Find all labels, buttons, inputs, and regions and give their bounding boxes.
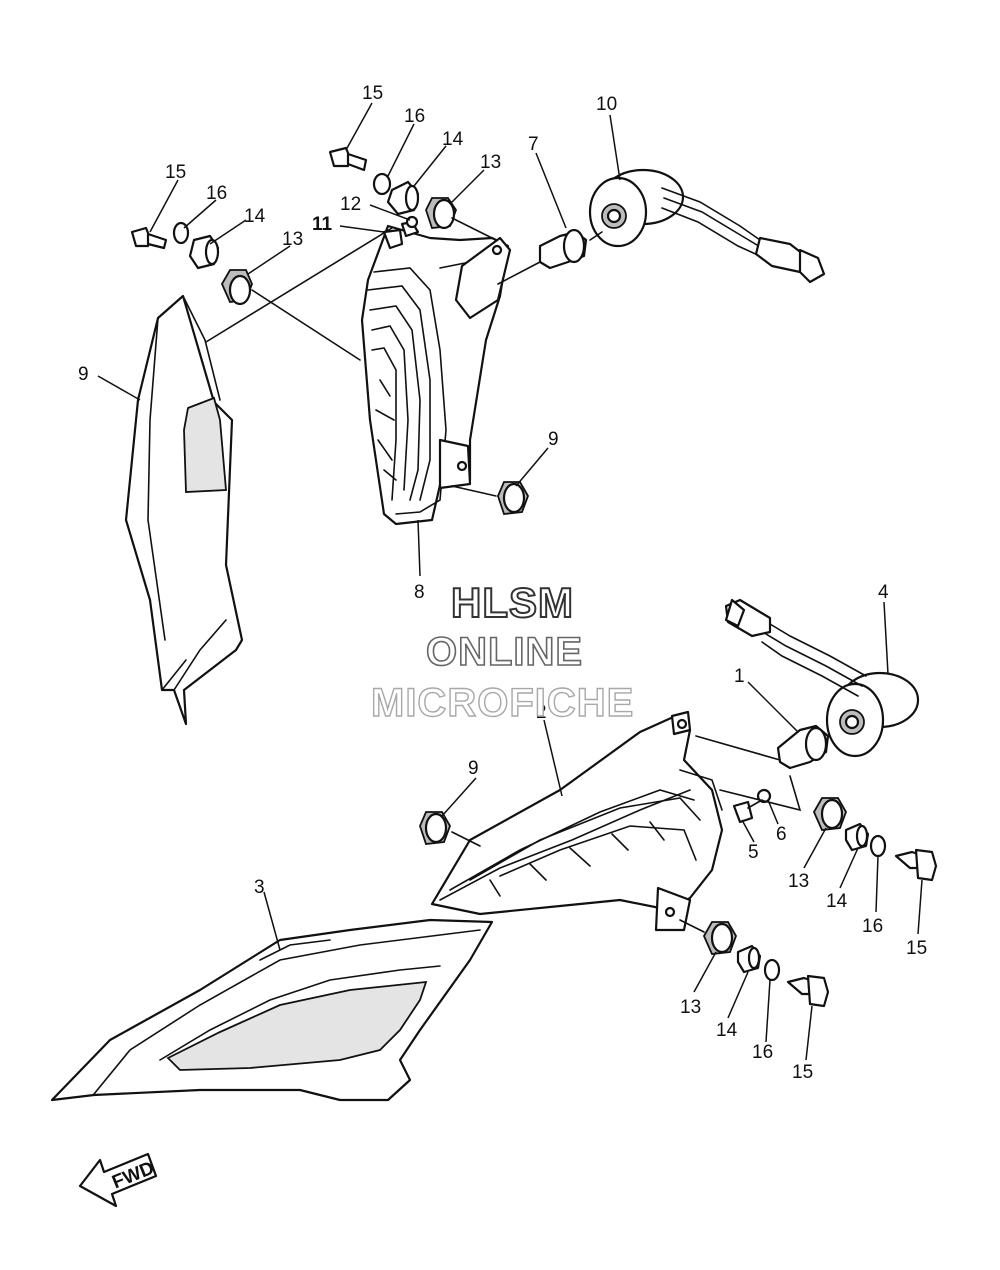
part-9-grommet-lower	[419, 811, 451, 845]
part-9-side-cover	[124, 294, 244, 726]
callout-14: 14	[716, 1020, 738, 1041]
callout-11: 11	[312, 214, 333, 235]
callout-16: 16	[404, 106, 425, 127]
callout-13: 13	[480, 152, 501, 173]
callout-8: 8	[414, 582, 425, 603]
callout-9: 9	[548, 429, 559, 450]
part-8-lamp-housing	[360, 224, 512, 526]
part-5-clip-and-6-screw	[732, 788, 772, 824]
callout-12: 12	[340, 194, 361, 215]
callout-16: 16	[862, 916, 883, 937]
watermark-line-2: ONLINE	[425, 630, 584, 674]
watermark-line-3: MICROFICHE	[370, 681, 635, 725]
callout-6: 6	[776, 824, 787, 845]
callout-4: 4	[878, 582, 889, 603]
callout-2: 2	[536, 702, 547, 723]
callout-7: 7	[528, 134, 539, 155]
callout-13: 13	[680, 997, 701, 1018]
callout-labels: 15 16 14 13 15 16 14 13 12 11 7 10 9 9 8…	[78, 83, 927, 1083]
callout-14: 14	[442, 129, 464, 150]
hardware-upper-left-stack	[130, 221, 253, 306]
part-1-bulb	[776, 724, 830, 770]
callout-13: 13	[788, 871, 809, 892]
part-2-lamp-housing	[430, 710, 724, 932]
callout-14: 14	[826, 891, 848, 912]
callout-15: 15	[792, 1062, 813, 1083]
part-7-bulb	[538, 228, 588, 270]
part-10-bulb-socket	[588, 168, 826, 284]
callout-10: 10	[596, 94, 617, 115]
callout-14: 14	[244, 206, 266, 227]
part-3-lens-cover	[50, 918, 494, 1102]
callout-15: 15	[906, 938, 927, 959]
callout-16: 16	[752, 1042, 773, 1063]
callout-3: 3	[254, 877, 265, 898]
leader-lines	[97, 102, 923, 1061]
forward-direction-arrow: FWD	[78, 1152, 157, 1208]
callout-13: 13	[282, 229, 303, 250]
part-9-grommet-upper	[497, 481, 529, 515]
callout-15: 15	[362, 83, 383, 104]
assembly-lines	[205, 217, 802, 933]
callout-16: 16	[206, 183, 227, 204]
hardware-lower-stack	[702, 921, 830, 1008]
watermark-line-1: HLSM	[450, 579, 574, 626]
callout-5: 5	[748, 842, 759, 863]
part-4-bulb-socket	[724, 598, 920, 758]
hardware-lower-right-stack	[812, 797, 938, 882]
callout-15: 15	[165, 162, 186, 183]
callout-1: 1	[734, 666, 745, 687]
callout-9: 9	[78, 364, 89, 385]
hardware-upper-right-stack	[328, 146, 458, 230]
callout-9: 9	[468, 758, 479, 779]
